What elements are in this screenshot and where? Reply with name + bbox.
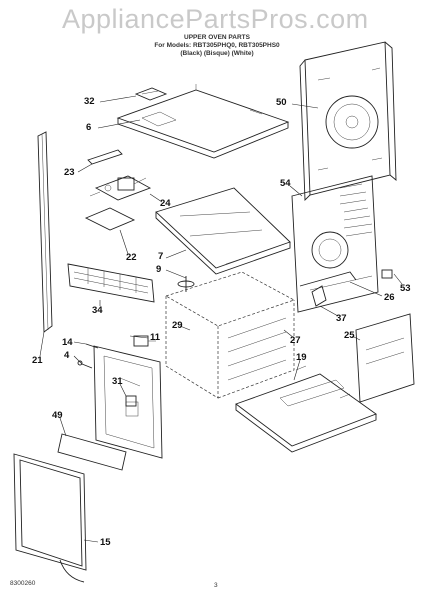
part-4-screw	[77, 360, 93, 369]
part-23-bracket	[87, 149, 123, 165]
callout-34: 34	[92, 305, 103, 316]
part-34-control-panel	[67, 263, 155, 303]
callout-31: 31	[112, 376, 123, 387]
callout-9: 9	[156, 264, 162, 275]
part-49-trim	[57, 433, 127, 471]
callout-6: 6	[86, 122, 92, 133]
callout-23: 23	[64, 167, 75, 178]
part-21-side-trim	[37, 131, 53, 333]
part-7-floor-panel	[155, 187, 291, 275]
door-frame	[93, 345, 163, 459]
callout-26: 26	[384, 292, 395, 303]
diagram-colors: (Black) (Bisque) (White)	[180, 50, 254, 57]
callout-22: 22	[126, 252, 137, 263]
callout-37: 37	[336, 313, 347, 324]
part-32-bracket	[134, 87, 168, 101]
part-26-bracket	[299, 271, 357, 287]
part-15-gasket	[13, 453, 87, 583]
part-50-rear-panel	[299, 41, 397, 202]
callout-27: 27	[290, 335, 301, 346]
callout-50: 50	[276, 97, 287, 108]
callout-49: 49	[52, 410, 63, 421]
diagram-title: UPPER OVEN PARTS	[184, 34, 250, 41]
page-number: 3	[214, 582, 218, 589]
part-6-top-panel	[116, 84, 290, 159]
callout-29: 29	[172, 320, 183, 331]
part-22-plate	[84, 207, 136, 231]
part-31-latch	[125, 395, 137, 407]
oven-cavity	[165, 271, 295, 399]
diagram-models: For Models: RBT305PHQ0, RBT305PHS0	[154, 42, 280, 49]
part-54-rear-frame	[291, 175, 379, 313]
leader-lines	[39, 95, 403, 543]
part-53-clip	[381, 269, 393, 279]
callout-14: 14	[62, 337, 73, 348]
part-25-side-panel	[355, 313, 415, 403]
callout-21: 21	[32, 355, 43, 366]
callout-19: 19	[296, 352, 307, 363]
callout-15: 15	[100, 537, 111, 548]
callout-4: 4	[64, 350, 70, 361]
callout-54: 54	[280, 178, 291, 189]
part-11-switch	[133, 335, 156, 347]
diagram-code: 8300260	[10, 580, 36, 587]
part-19-bottom-panel	[235, 365, 377, 453]
part-24-control-assembly	[89, 175, 152, 201]
callout-53: 53	[400, 283, 411, 294]
part-37-sensor	[311, 285, 327, 307]
callout-32: 32	[84, 96, 95, 107]
callout-24: 24	[160, 198, 171, 209]
part-14-screw	[85, 343, 99, 349]
watermark: AppliancePartsPros.com	[62, 4, 369, 34]
callout-11: 11	[150, 332, 161, 343]
callout-7: 7	[158, 251, 164, 262]
callout-25: 25	[344, 330, 355, 341]
